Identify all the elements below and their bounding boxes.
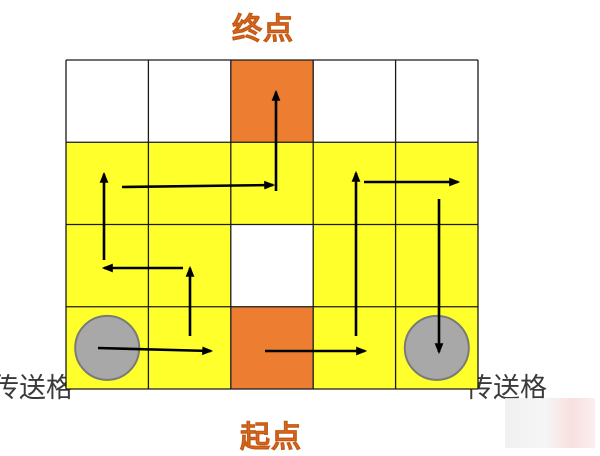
grid-cell-r0-c4 <box>395 60 478 143</box>
grid-cell-r1-c4 <box>395 142 478 225</box>
grid-cell-r0-c1 <box>148 60 231 143</box>
grid-lines <box>65 59 479 390</box>
grid-cell-r0-c2 <box>230 60 314 143</box>
grid-cell-r1-c2 <box>230 142 314 225</box>
path-arrow-6 <box>97 346 214 356</box>
path-arrows <box>97 89 461 356</box>
end-label: 终点 <box>232 12 294 48</box>
grid-cell-r1-c1 <box>148 142 231 225</box>
grid-cell-r3-c2 <box>230 306 314 389</box>
grid-cell-r0-c3 <box>313 60 396 143</box>
path-arrow-3 <box>121 180 276 190</box>
grid-cell-r2-c0 <box>66 224 149 307</box>
grid-cell-r0-c0 <box>66 60 149 143</box>
grid-cell-r2-c3 <box>313 224 396 307</box>
portal-circle-1 <box>403 314 470 381</box>
grid-cell-r2-c4 <box>395 224 478 307</box>
grid-cell-r1-c3 <box>313 142 396 225</box>
grid-cell-r3-c3 <box>313 306 396 389</box>
portal-label-left: 传送格 <box>0 373 73 404</box>
grid-cell-r2-c2 <box>230 224 314 307</box>
grid-cell-r1-c0 <box>66 142 149 225</box>
start-label: 起点 <box>240 420 302 456</box>
watermark-blur <box>505 398 595 448</box>
